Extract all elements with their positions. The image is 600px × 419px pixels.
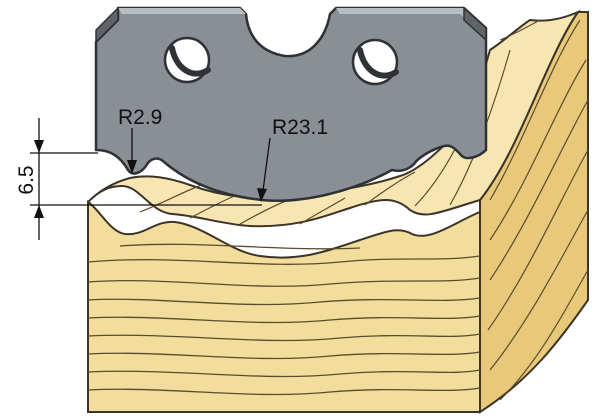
small-radius-arrow [127, 160, 137, 174]
profile-knife [94, 6, 488, 202]
depth-arrow-bottom [34, 205, 44, 218]
circle-hole-icon [163, 36, 211, 84]
large-radius-label: R23.1 [272, 116, 328, 139]
wood-block [87, 9, 589, 414]
knife-corner-left [95, 6, 119, 44]
depth-arrow-top [34, 140, 44, 153]
wood-grain-side [487, 19, 589, 401]
knife-bevel-right [336, 8, 486, 28]
wood-grain-front [87, 243, 481, 396]
knife-bevel-left [118, 8, 246, 14]
large-radius-leader [261, 137, 271, 199]
dimension-annotations [30, 118, 271, 240]
large-radius-arrow [257, 188, 267, 202]
wood-front-face [87, 200, 481, 413]
circle-hole-icon [351, 38, 399, 86]
knife-corner-right [463, 6, 487, 42]
depth-label: 6.5 [15, 165, 38, 194]
small-radius-label: R2.9 [118, 106, 162, 129]
